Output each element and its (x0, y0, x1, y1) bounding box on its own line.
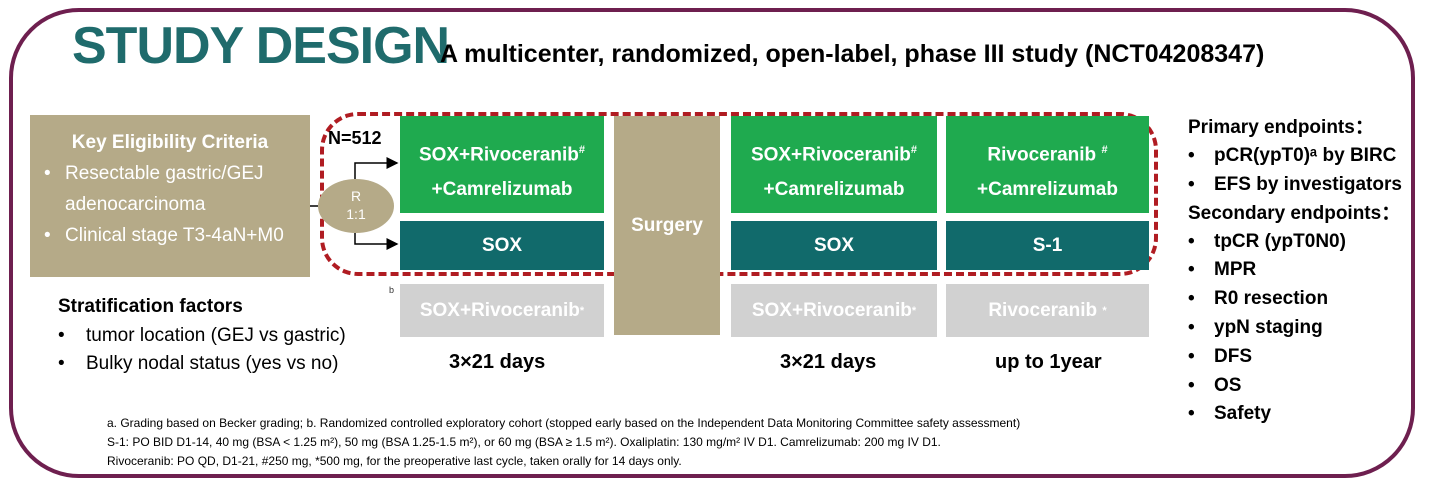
arm-label: SOX (813, 234, 855, 256)
bullet-icon: • (44, 163, 51, 184)
footnote-mark: # (578, 144, 586, 156)
neoadjuvant-exploratory-arm: SOX+Rivoceranib* (400, 284, 604, 337)
bullet-icon: • (58, 353, 65, 374)
arm-label: S-1 (1032, 234, 1063, 256)
arm-label: SOX (481, 234, 523, 256)
maintenance-control-arm: S-1 (946, 221, 1149, 270)
primary-endpoints-list: • pCR(ypT0)ᵃ by BIRC • EFS by investigator… (1188, 142, 1402, 200)
maintenance-exploratory-arm: Rivoceranib * (946, 284, 1149, 337)
bullet-icon: • (1188, 288, 1195, 310)
adjuvant-experimental-arm: SOX+Rivoceranib# +Camrelizumab (731, 116, 937, 213)
endpoint-text: Safety (1214, 403, 1272, 425)
endpoint-item: • tpCR (ypT0N0) (1188, 228, 1402, 257)
endpoint-text: EFS by investigators (1214, 173, 1402, 195)
secondary-endpoints-list: • tpCR (ypT0N0) • MPR • R0 resection • ypN s… (1188, 228, 1402, 430)
bullet-icon: • (1188, 173, 1195, 195)
page-subtitle: A multicenter, randomized, open-label, p… (440, 40, 1265, 68)
randomization-label: R (350, 188, 362, 204)
page-title: STUDY DESIGN (72, 17, 450, 75)
stratification-section: Stratification factors • tumor location (… (58, 296, 346, 378)
bullet-icon: • (1188, 259, 1195, 281)
surgery-box: Surgery (614, 116, 720, 335)
eligibility-item: • Resectable gastric/GEJ (30, 160, 310, 187)
bullet-icon: • (1188, 374, 1195, 396)
maintenance-experimental-arm: Rivoceranib # +Camrelizumab (946, 116, 1149, 213)
footnotes: a. Grading based on Becker grading; b. R… (107, 414, 1020, 471)
footnote-mark: # (1101, 144, 1108, 156)
randomization-node: R 1:1 (318, 179, 394, 233)
duration-label: 3×21 days (449, 351, 546, 373)
adjuvant-control-arm: SOX (731, 221, 937, 270)
eligibility-item: • Clinical stage T3-4aN+M0 (30, 222, 310, 249)
arm-label: SOX+Rivoceranib (418, 144, 579, 166)
endpoint-text: pCR(ypT0)ᵃ by BIRC (1214, 145, 1397, 166)
arm-label: SOX+Rivoceranib (750, 144, 911, 166)
stratification-item: • Bulky nodal status (yes vs no) (58, 350, 346, 378)
eligibility-box: Key Eligibility Criteria • Resectable gas… (30, 115, 310, 277)
neoadjuvant-experimental-arm: SOX+Rivoceranib# +Camrelizumab (400, 116, 604, 213)
footnote-mark: * (579, 304, 585, 317)
bullet-icon: • (1188, 345, 1195, 367)
endpoint-text: OS (1214, 374, 1242, 396)
randomization-ratio: 1:1 (346, 206, 366, 222)
eligibility-item-text: adenocarcinoma (65, 194, 206, 215)
bullet-icon: • (1188, 145, 1195, 166)
endpoint-item: • ypN staging (1188, 314, 1402, 343)
endpoint-item: • Safety (1188, 400, 1402, 429)
primary-endpoints-header: Primary endpoints： (1188, 117, 1374, 138)
eligibility-header: Key Eligibility Criteria (71, 132, 269, 153)
arm-label: +Camrelizumab (431, 179, 573, 201)
slide-frame (9, 8, 1415, 478)
endpoint-text: R0 resection (1214, 288, 1329, 310)
footnote-mark: * (1102, 304, 1107, 317)
endpoint-item: • R0 resection (1188, 285, 1402, 314)
bullet-icon: • (58, 325, 65, 346)
endpoint-item: • DFS (1188, 343, 1402, 372)
adjuvant-exploratory-arm: SOX+Rivoceranib* (731, 284, 937, 337)
stratification-item-text: Bulky nodal status (yes vs no) (86, 353, 339, 374)
endpoint-text: MPR (1214, 259, 1257, 281)
arrow-experimental (354, 157, 399, 179)
neoadjuvant-control-arm: SOX (400, 221, 604, 270)
endpoint-text: tpCR (ypT0N0) (1214, 230, 1346, 252)
endpoint-item: • OS (1188, 372, 1402, 401)
eligibility-item-continued: adenocarcinoma (30, 191, 310, 218)
arm-label: SOX+Rivoceranib (419, 299, 580, 321)
endpoint-text: DFS (1214, 345, 1252, 367)
endpoint-item: • EFS by investigators (1188, 171, 1402, 200)
endpoints-section: Primary endpoints： • pCR(ypT0)ᵃ by BIRC •… (1188, 114, 1402, 429)
sample-size: N=512 (328, 128, 382, 148)
footnote-mark: # (910, 144, 918, 156)
duration-label: 3×21 days (780, 351, 877, 373)
arm-label: +Camrelizumab (977, 179, 1118, 201)
footnote-line: S-1: PO BID D1-14, 40 mg (BSA < 1.25 m²)… (107, 435, 941, 449)
bullet-icon: • (1188, 403, 1195, 425)
bullet-icon: • (1188, 316, 1195, 338)
footnote-mark: * (911, 304, 917, 317)
stratification-header: Stratification factors (58, 296, 243, 317)
secondary-endpoints-header: Secondary endpoints： (1188, 202, 1401, 224)
arm-label: +Camrelizumab (763, 179, 905, 201)
arm-label: SOX+Rivoceranib (751, 299, 912, 321)
endpoint-item: • pCR(ypT0)ᵃ by BIRC (1188, 142, 1402, 171)
eligibility-list: • Resectable gastric/GEJ adenocarcinoma •… (30, 160, 310, 249)
stratification-item: • tumor location (GEJ vs gastric) (58, 322, 346, 350)
arm-label: Rivoceranib (987, 144, 1097, 166)
bullet-icon: • (1188, 230, 1195, 252)
stratification-list: • tumor location (GEJ vs gastric) • Bulky … (58, 322, 346, 378)
endpoint-text: ypN staging (1214, 316, 1323, 338)
bullet-icon: • (44, 225, 51, 246)
eligibility-item-text: Resectable gastric/GEJ (65, 163, 264, 184)
duration-label: up to 1year (995, 351, 1102, 373)
exploratory-cohort-label: b (389, 285, 395, 295)
footnote-line: a. Grading based on Becker grading; b. R… (107, 416, 1021, 430)
eligibility-item-text: Clinical stage T3-4aN+M0 (65, 225, 284, 246)
stratification-item-text: tumor location (GEJ vs gastric) (86, 325, 346, 346)
footnote-line: Rivoceranib: PO QD, D1-21, #250 mg, *500… (107, 454, 682, 468)
surgery-label: Surgery (631, 214, 703, 236)
endpoint-item: • MPR (1188, 256, 1402, 285)
arm-label: Rivoceranib (988, 299, 1098, 321)
